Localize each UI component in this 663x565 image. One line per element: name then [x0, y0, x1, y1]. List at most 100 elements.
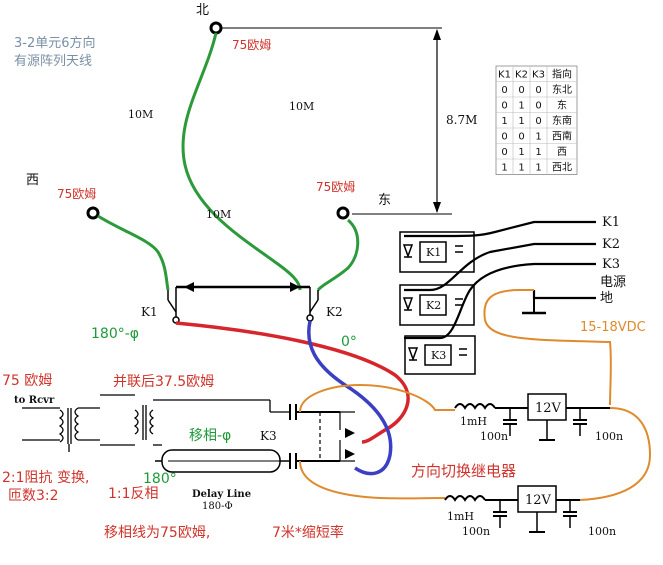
truth-table-cell: 0 [535, 85, 541, 96]
title-line-2: 有源阵列天线 [14, 54, 92, 69]
title-line-1: 3-2单元6方向 [14, 35, 96, 51]
delay-phase-label: 180-Φ [202, 501, 233, 512]
phase-shift-label: 移相-φ [189, 428, 231, 444]
k1-relay-label: K1 [141, 305, 158, 319]
truth-table-cell: 0 [535, 116, 541, 127]
height-arrow-bottom [433, 202, 441, 213]
height-arrow-top [433, 29, 441, 40]
relay-coil-k2: K2 [399, 284, 475, 326]
truth-table-cell: 东南 [552, 114, 572, 127]
inductor-1-label: 1mH [460, 415, 487, 428]
truth-table-cell: 1 [501, 163, 507, 174]
control-k1-label: K1 [602, 215, 620, 230]
transformer-1 [22, 407, 100, 452]
truth-table-cell: 1 [518, 101, 524, 112]
west-antenna-node [86, 206, 100, 220]
regulator-1-label: 12V [535, 401, 562, 416]
control-k2-label: K2 [602, 237, 620, 252]
north-antenna-node [209, 21, 223, 35]
supply-voltage-label: 15-18VDC [580, 320, 646, 335]
truth-table-cell: 0 [501, 101, 507, 112]
parallel-ohm-label: 并联后37.5欧姆 [113, 374, 214, 390]
k2-relay-label: K2 [326, 305, 343, 319]
truth-table-border [495, 65, 578, 175]
transformer-2 [100, 394, 290, 446]
truth-table-cell: 0 [518, 85, 524, 96]
bridge-arrow-left [184, 282, 194, 292]
inductor-2-label: 1mH [447, 510, 474, 523]
west-label: 西 [26, 173, 39, 188]
truth-table-cell: 1 [535, 132, 541, 143]
ratio-label-2: 匝数3:2 [8, 488, 59, 504]
west-ohm-label: 75欧姆 [57, 187, 96, 201]
west-feeder-wire [97, 214, 170, 291]
k3-orange-loop [299, 383, 455, 413]
switch-relay-label: 方向切换继电器 [411, 462, 516, 480]
north-ohm-label: 75欧姆 [232, 38, 271, 52]
truth-table-cell: 1 [518, 163, 524, 174]
power-wire-right [579, 407, 652, 501]
control-ground-label: 地 [600, 291, 613, 306]
regulator-1-box [527, 393, 567, 421]
blue-phasing-wire [307, 320, 393, 476]
distance-label-3: 10M [206, 208, 231, 221]
relay-coil-k1: K1 [399, 231, 475, 273]
regulator-section-1 [454, 403, 610, 441]
truth-table-cell: 0 [518, 132, 524, 143]
truth-table-cell: 0 [501, 132, 507, 143]
k3-relay-label: K3 [260, 429, 277, 443]
truth-table-header: K3 [532, 70, 545, 81]
bridge-arrow-right [290, 282, 300, 292]
control-power-label: 电源 [600, 275, 626, 290]
power-wire-top [483, 289, 612, 406]
truth-table-header: K1 [498, 70, 511, 81]
height-label: 8.7M [446, 113, 477, 127]
ratio-label-1: 2:1阻抗 变换, [2, 469, 89, 486]
relay-coil-k3: K3 [404, 335, 476, 375]
red-phasing-wire [175, 321, 410, 444]
truth-table-cell: 1 [501, 116, 507, 127]
truth-table-cell: 东 [557, 99, 567, 112]
regulator-section-2 [444, 495, 580, 533]
bottom-note-b: 7米*缩短率 [272, 524, 344, 541]
truth-table-header: K2 [515, 70, 528, 81]
k2-contact-node [306, 314, 314, 322]
phase-180-label: 180° [143, 471, 177, 487]
coil-k3-label: K3 [431, 349, 446, 362]
truth-table-cell: 西北 [552, 162, 572, 174]
k2-phase-label: 0° [341, 334, 357, 350]
ohm-75-label: 75 欧姆 [2, 373, 52, 389]
bottom-note-a: 移相线为75欧姆, [104, 525, 210, 541]
truth-table-cell: 1 [518, 147, 524, 158]
east-feeder-wire [316, 218, 360, 292]
truth-table-cell: 1 [518, 116, 524, 127]
coil-k2-label: K2 [426, 299, 441, 312]
coupling-capacitors [289, 404, 340, 469]
regulator-2-label: 12V [525, 493, 552, 508]
truth-table-cell: 1 [535, 147, 541, 158]
coil-k1-label: K1 [426, 246, 441, 259]
north-label: 北 [196, 3, 209, 18]
to-receiver-label: to Rcvr [14, 395, 55, 406]
truth-table-cell: 0 [535, 101, 541, 112]
delay-line-label: Delay Line [192, 489, 251, 500]
k3-orange-loop-lower [299, 460, 446, 500]
control-k3-label: K3 [602, 257, 620, 272]
distance-label-2: 10M [289, 100, 314, 113]
cap-1a-label: 100n [480, 430, 508, 443]
truth-table-cell: 东北 [552, 83, 572, 96]
delay-line-coax [155, 449, 290, 473]
truth-table-cell: 西 [557, 147, 567, 158]
truth-table-cell: 西南 [552, 130, 572, 143]
east-ohm-label: 75欧姆 [316, 180, 355, 194]
north-feeder-wire [181, 32, 302, 291]
east-antenna-node [336, 206, 350, 220]
cap-1b-label: 100n [595, 430, 623, 443]
cap-2b-label: 100n [588, 525, 616, 538]
k3-switch-box [319, 411, 355, 462]
truth-table-cell: 0 [501, 147, 507, 158]
truth-table-cell: 1 [535, 163, 541, 174]
regulator-2-box [517, 485, 557, 513]
